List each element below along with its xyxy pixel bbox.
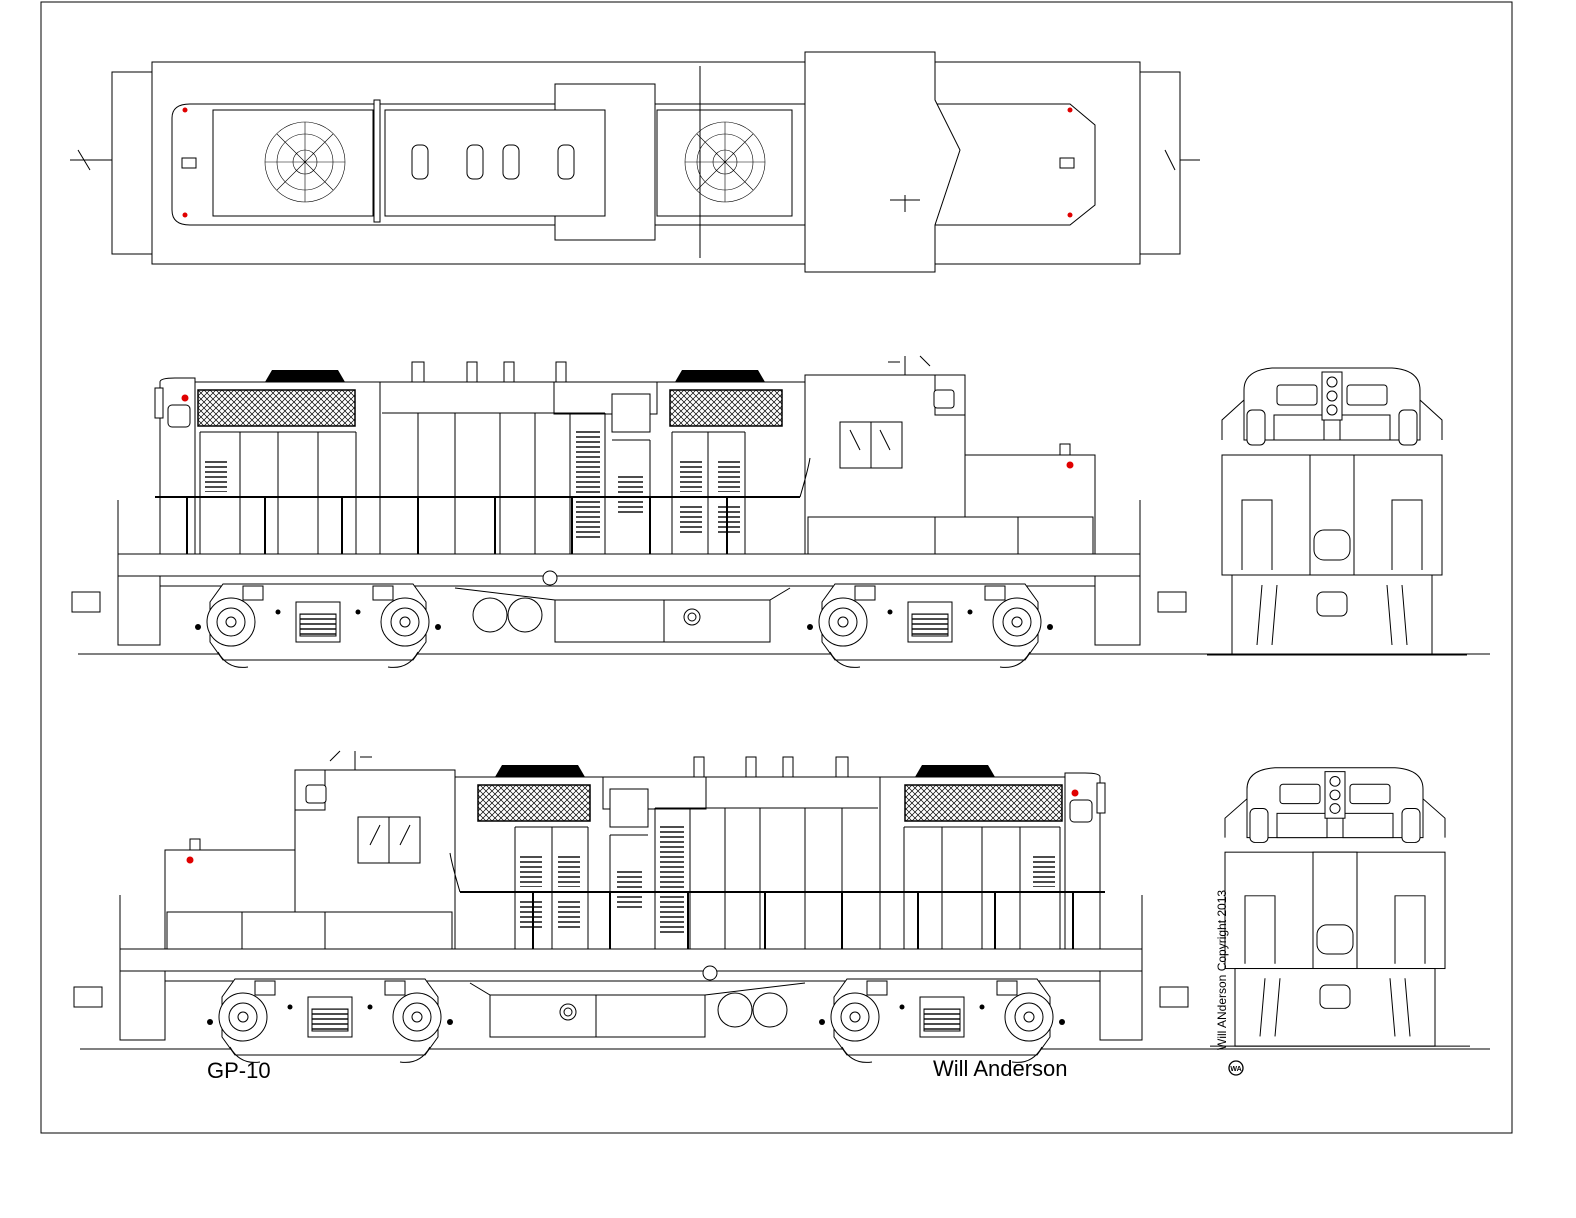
top-view xyxy=(70,51,1200,273)
author-logo: WA xyxy=(1228,1060,1244,1076)
author-label: Will Anderson xyxy=(933,1056,1068,1081)
side-view-cab-left xyxy=(74,751,1188,1062)
front-end-view xyxy=(1206,367,1468,656)
model-label: GP-10 xyxy=(207,1058,271,1083)
side-view-cab-right xyxy=(72,356,1186,667)
svg-text:WA: WA xyxy=(1230,1066,1241,1073)
drawing-border xyxy=(40,1,1513,1134)
rear-end-view xyxy=(1209,767,1471,1047)
copyright-label: Will ANderson Copyright 2013 xyxy=(1215,890,1229,1050)
